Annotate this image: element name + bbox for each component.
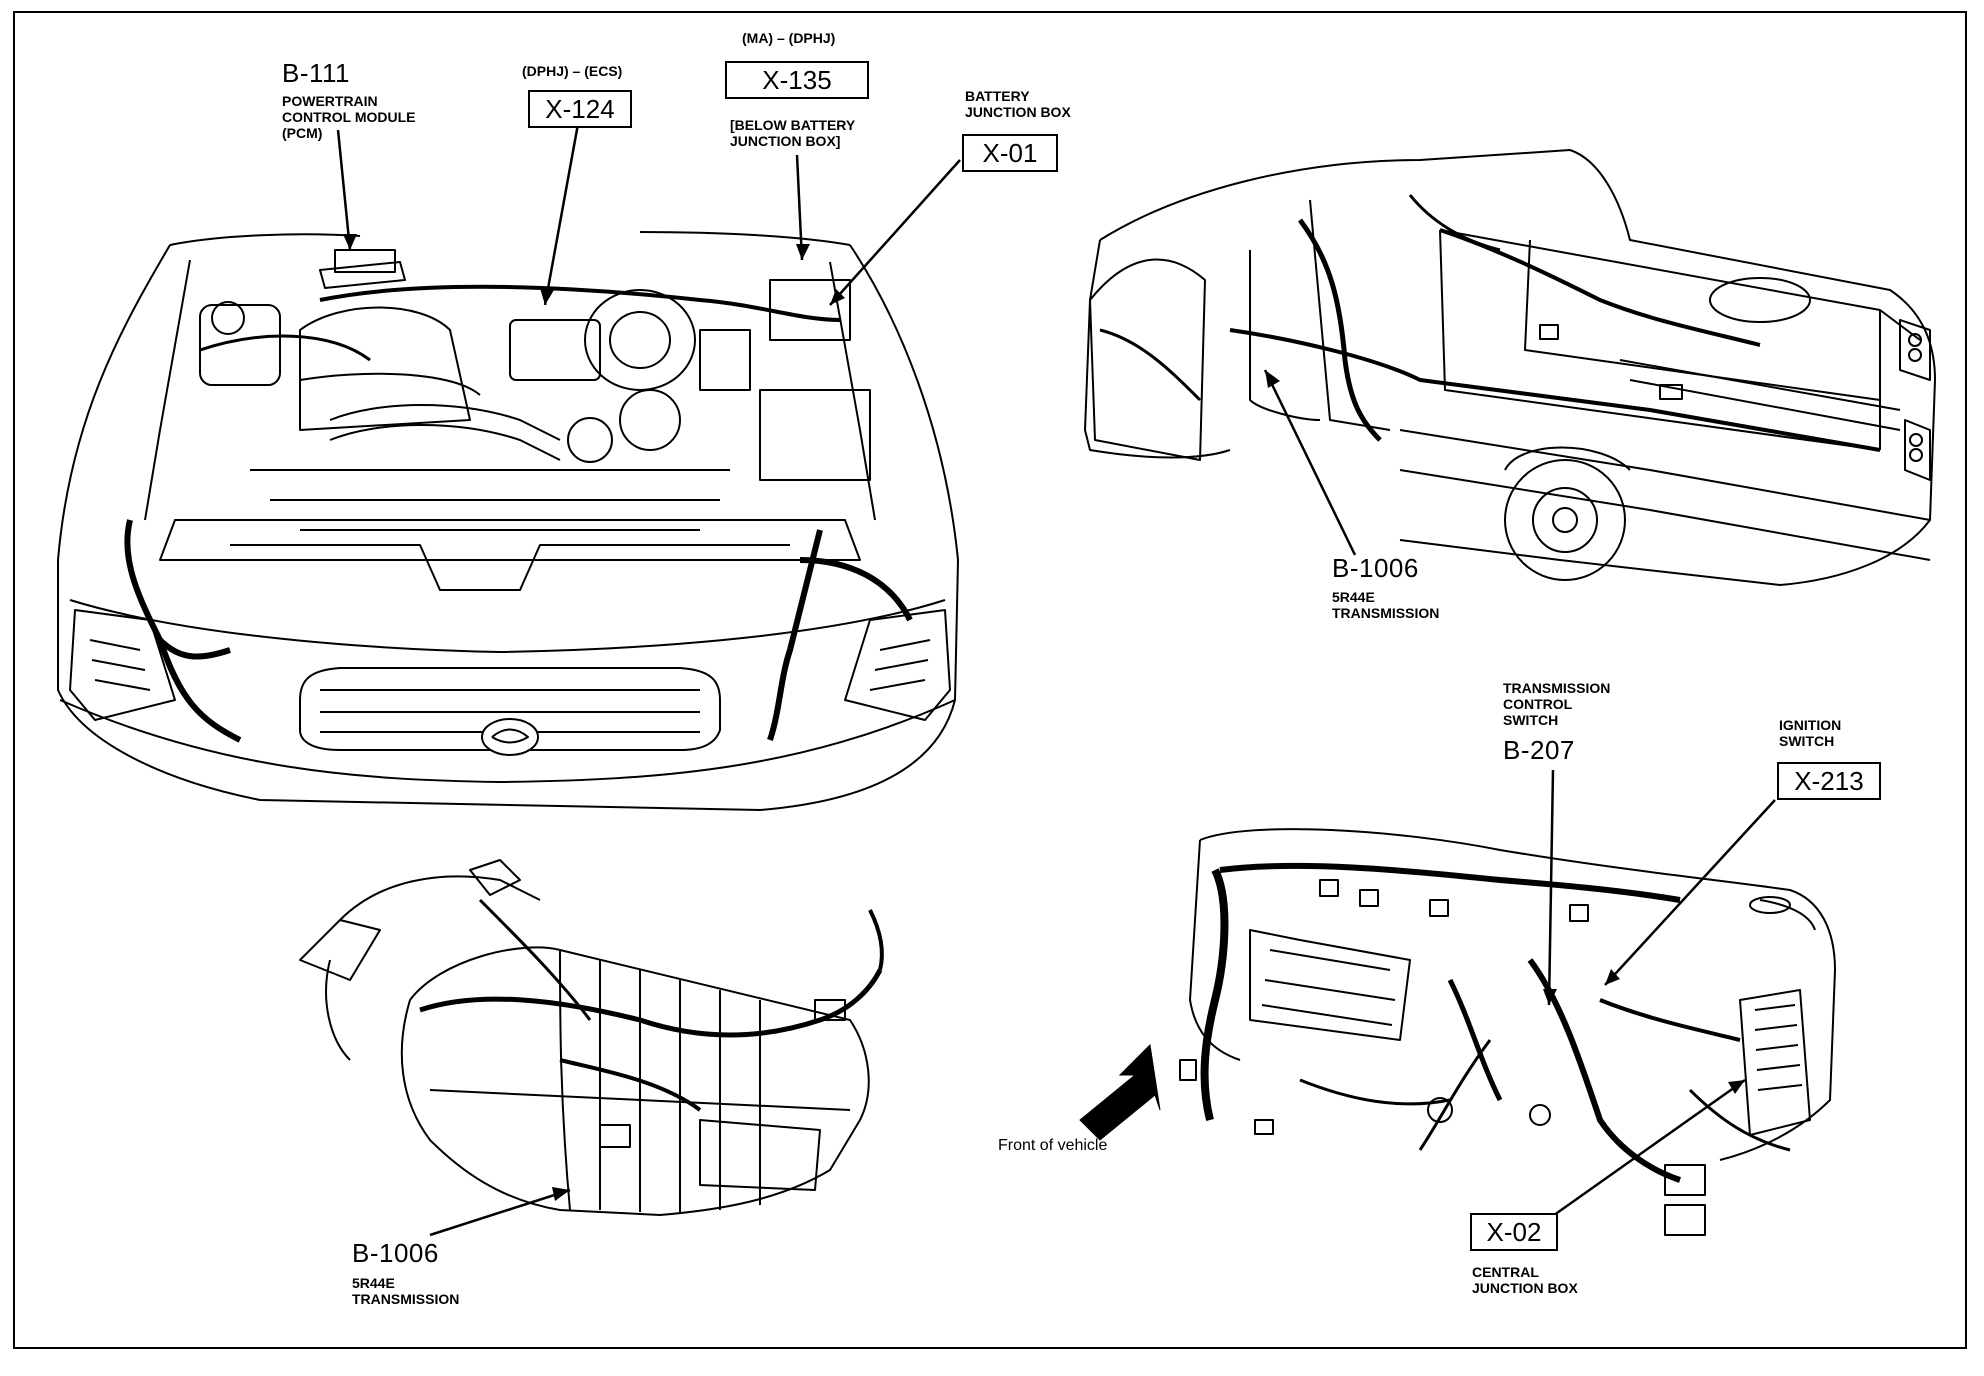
front-of-vehicle-arrow bbox=[1079, 1043, 1161, 1141]
b111-code: B-111 bbox=[282, 58, 351, 88]
leader-lines bbox=[336, 123, 1776, 1237]
x135-box: X-135 bbox=[725, 61, 869, 99]
x01-description: BATTERY JUNCTION BOX bbox=[965, 88, 1071, 120]
x135-note: (MA) – (DPHJ) bbox=[742, 30, 836, 46]
leader-x213 bbox=[1604, 799, 1776, 986]
leader-x124 bbox=[543, 123, 580, 306]
b1006-truck-description: 5R44E TRANSMISSION bbox=[1332, 589, 1440, 621]
pickup-truck-illustration bbox=[1084, 149, 1936, 586]
x124-note: (DPHJ) – (ECS) bbox=[522, 63, 623, 79]
x135-description: [BELOW BATTERY JUNCTION BOX] bbox=[730, 117, 856, 149]
b111-description: POWERTRAIN CONTROL MODULE (PCM) bbox=[282, 93, 416, 141]
b207-description: TRANSMISSION CONTROL SWITCH bbox=[1503, 680, 1611, 728]
b1006-trans-code: B-1006 bbox=[352, 1238, 439, 1268]
leader-b111 bbox=[336, 129, 352, 251]
b1006-truck-code: B-1006 bbox=[1332, 553, 1419, 583]
b1006-trans-description: 5R44E TRANSMISSION bbox=[352, 1275, 460, 1307]
leader-arrowheads bbox=[343, 234, 1745, 1201]
leader-x02 bbox=[1539, 1078, 1746, 1227]
leader-x135 bbox=[795, 154, 804, 261]
diagram-border bbox=[13, 11, 1967, 1349]
instrument-panel-illustration bbox=[1179, 828, 1836, 1236]
transmission-illustration bbox=[299, 859, 884, 1216]
x02-box: X-02 bbox=[1470, 1213, 1558, 1251]
x01-box: X-01 bbox=[962, 134, 1058, 172]
x213-description: IGNITION SWITCH bbox=[1779, 717, 1842, 749]
x213-box: X-213 bbox=[1777, 762, 1881, 800]
x02-description: CENTRAL JUNCTION BOX bbox=[1472, 1264, 1578, 1296]
engine-compartment-illustration bbox=[57, 231, 959, 811]
leader-b1006-truck bbox=[1263, 369, 1357, 556]
leader-x01 bbox=[829, 159, 961, 306]
leader-b207 bbox=[1547, 769, 1555, 1006]
x124-box: X-124 bbox=[528, 90, 632, 128]
b207-code: B-207 bbox=[1503, 735, 1575, 765]
front-of-vehicle-label: Front of vehicle bbox=[998, 1137, 1108, 1154]
leader-b1006-trans bbox=[429, 1188, 571, 1237]
